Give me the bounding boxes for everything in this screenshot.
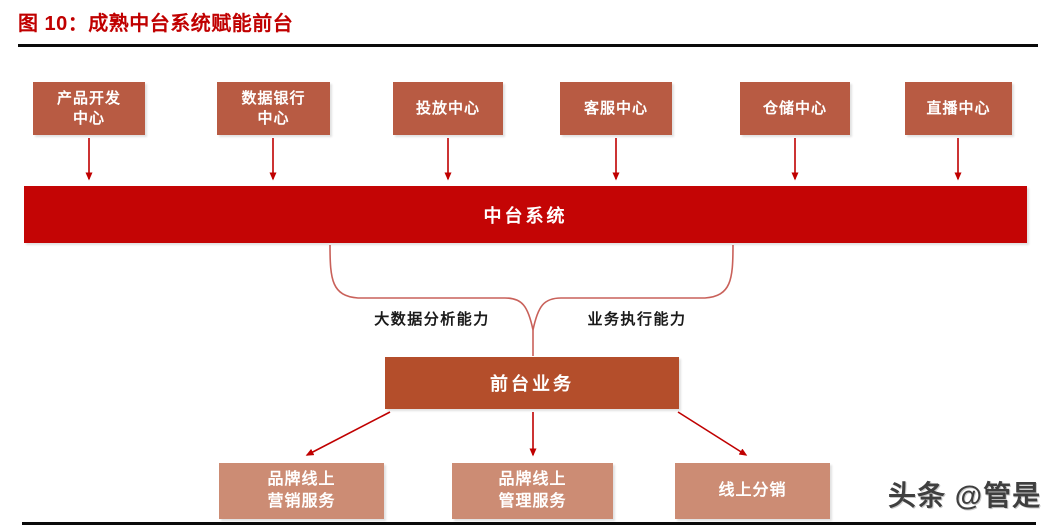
center-box-customer-service: 客服中心 [560, 82, 672, 135]
center-box-label: 中心 [72, 109, 105, 127]
center-box-ad-placement: 投放中心 [393, 82, 503, 135]
capability-label-execution: 业务执行能力 [587, 311, 687, 328]
mid-platform-bar: 中台系统 [24, 186, 1027, 243]
center-box-product-dev: 产品开发 中心 [33, 82, 145, 135]
center-box-label: 产品开发 [56, 89, 121, 107]
service-box-online-management: 品牌线上 管理服务 [452, 463, 613, 519]
center-box-label: 中心 [257, 109, 290, 127]
center-box-label: 仓储中心 [762, 99, 827, 117]
title-divider-line [18, 44, 1038, 47]
service-box-online-marketing: 品牌线上 营销服务 [219, 463, 384, 519]
front-service-arrows [305, 411, 748, 457]
center-box-label: 直播中心 [926, 99, 991, 117]
bottom-divider-line [22, 522, 1036, 525]
mid-platform-label: 中台系统 [483, 205, 568, 226]
front-office-label: 前台业务 [490, 374, 574, 394]
service-box-label: 线上分销 [718, 482, 787, 499]
center-box-livestream: 直播中心 [905, 82, 1012, 135]
toutiao-watermark: 头条 @管是 [888, 480, 1042, 511]
center-box-label: 客服中心 [583, 99, 648, 117]
front-office-box: 前台业务 [385, 357, 679, 409]
service-box-label: 管理服务 [498, 493, 567, 510]
center-box-label: 数据银行 [241, 89, 306, 107]
service-box-label: 营销服务 [267, 493, 336, 510]
center-box-data-bank: 数据银行 中心 [217, 82, 330, 135]
service-box-online-distribution: 线上分销 [675, 463, 830, 519]
service-box-label: 品牌线上 [498, 471, 567, 488]
service-box-label: 品牌线上 [267, 471, 336, 488]
center-box-label: 投放中心 [415, 99, 480, 117]
capability-brace [329, 244, 734, 356]
top-center-arrows [85, 138, 962, 181]
center-box-warehouse: 仓储中心 [740, 82, 850, 135]
capability-label-bigdata: 大数据分析能力 [374, 311, 490, 328]
figure-title: 图 10：成熟中台系统赋能前台 [18, 13, 294, 35]
